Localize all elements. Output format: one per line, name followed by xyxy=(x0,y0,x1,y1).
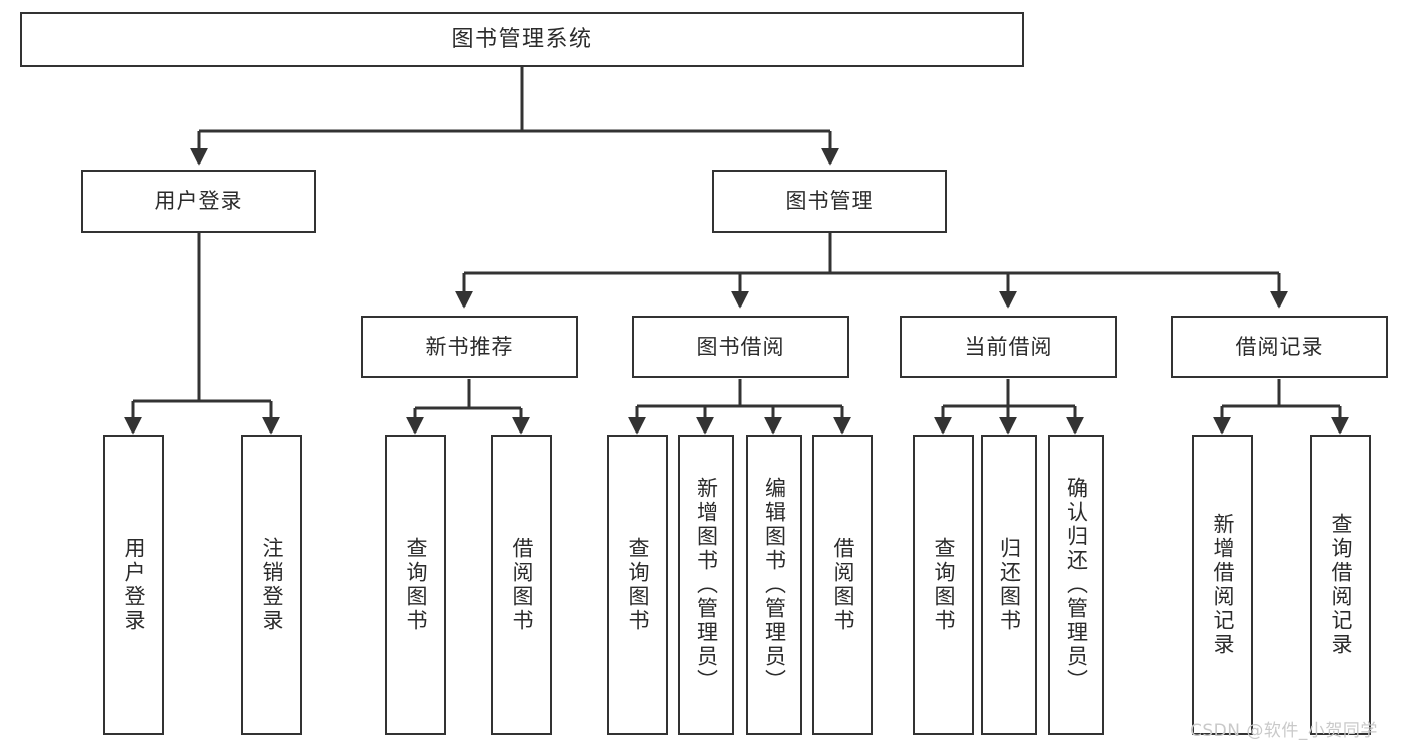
leaf-borrow-add-book[interactable]: 新增图书（管理员） xyxy=(678,435,734,735)
leaf-current-return-book-label: 归还图书 xyxy=(997,537,1022,633)
node-book-management[interactable]: 图书管理 xyxy=(712,170,947,233)
leaf-borrow-query-book-label: 查询图书 xyxy=(626,537,650,633)
leaf-record-query-record-label: 查询借阅记录 xyxy=(1329,513,1353,657)
node-book-borrow[interactable]: 图书借阅 xyxy=(632,316,849,378)
node-new-book-recommend-label: 新书推荐 xyxy=(425,334,514,359)
node-new-book-recommend[interactable]: 新书推荐 xyxy=(361,316,578,378)
leaf-record-add-record-label: 新增借阅记录 xyxy=(1211,513,1235,657)
node-user-login[interactable]: 用户登录 xyxy=(81,170,316,233)
node-current-borrow-label: 当前借阅 xyxy=(964,334,1053,359)
leaf-record-query-record[interactable]: 查询借阅记录 xyxy=(1310,435,1371,735)
leaf-current-return-book[interactable]: 归还图书 xyxy=(981,435,1037,735)
leaf-current-query-book[interactable]: 查询图书 xyxy=(913,435,974,735)
leaf-user-login-label: 用户登录 xyxy=(122,537,146,633)
node-current-borrow[interactable]: 当前借阅 xyxy=(900,316,1117,378)
leaf-current-confirm-return-label: 确认归还（管理员） xyxy=(1064,477,1089,693)
leaf-current-confirm-return[interactable]: 确认归还（管理员） xyxy=(1048,435,1104,735)
leaf-newbook-borrow-book-label: 借阅图书 xyxy=(510,537,534,633)
node-root-label: 图书管理系统 xyxy=(451,26,593,52)
node-borrow-record[interactable]: 借阅记录 xyxy=(1171,316,1388,378)
leaf-record-add-record[interactable]: 新增借阅记录 xyxy=(1192,435,1253,735)
leaf-borrow-query-book[interactable]: 查询图书 xyxy=(607,435,668,735)
node-book-borrow-label: 图书借阅 xyxy=(696,334,785,359)
leaf-newbook-query-book[interactable]: 查询图书 xyxy=(385,435,446,735)
leaf-borrow-add-book-label: 新增图书（管理员） xyxy=(694,477,719,693)
leaf-logout-label: 注销登录 xyxy=(260,537,284,633)
leaf-current-query-book-label: 查询图书 xyxy=(932,537,956,633)
leaf-user-login[interactable]: 用户登录 xyxy=(103,435,164,735)
node-root[interactable]: 图书管理系统 xyxy=(20,12,1024,67)
leaf-borrow-edit-book[interactable]: 编辑图书（管理员） xyxy=(746,435,802,735)
node-borrow-record-label: 借阅记录 xyxy=(1235,334,1324,359)
leaf-logout[interactable]: 注销登录 xyxy=(241,435,302,735)
leaf-newbook-query-book-label: 查询图书 xyxy=(404,537,428,633)
leaf-borrow-borrow-book[interactable]: 借阅图书 xyxy=(812,435,873,735)
leaf-borrow-borrow-book-label: 借阅图书 xyxy=(831,537,855,633)
csdn-watermark: CSDN @软件_小贺同学 xyxy=(1190,721,1378,741)
node-user-login-label: 用户登录 xyxy=(154,189,243,214)
node-book-management-label: 图书管理 xyxy=(785,189,874,214)
leaf-newbook-borrow-book[interactable]: 借阅图书 xyxy=(491,435,552,735)
leaf-borrow-edit-book-label: 编辑图书（管理员） xyxy=(762,477,787,693)
